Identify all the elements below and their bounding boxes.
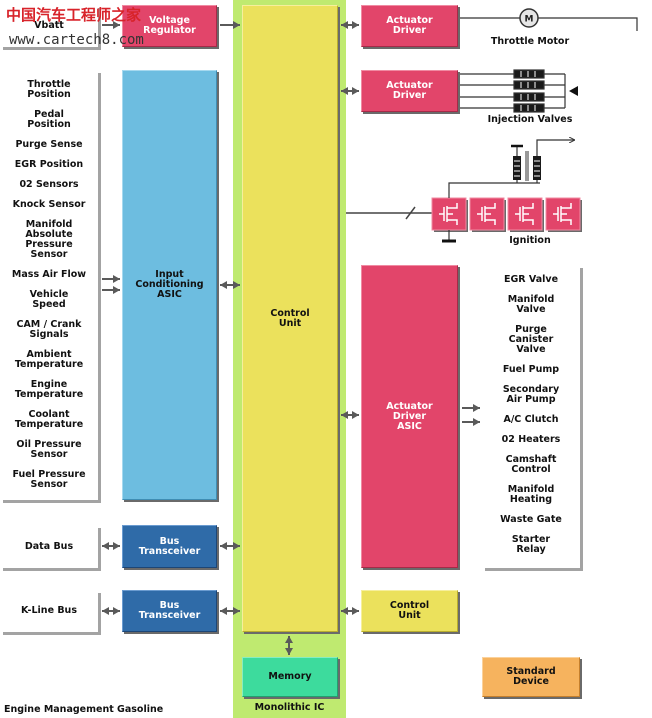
driver-body [507,197,543,231]
transistor-icon [553,203,572,225]
diagram-title: Engine Management Gasoline [4,704,164,715]
motor-icon [519,8,539,28]
driver-shadow [434,200,468,232]
coil-winding-marks [514,160,540,177]
actuator-item: Camshaft Control [505,454,557,475]
injector-icon [513,103,545,113]
actuator-item: Purge Canister Valve [508,324,554,355]
sensor-item: Throttle Position [27,79,71,100]
injector-winding-marks [520,71,536,111]
ignition-circuit [346,140,582,243]
coil-drive-wire [448,182,540,198]
coil-secondary-icon [533,156,541,180]
sensor-item: Engine Temperature [14,379,84,400]
actuator-item: Secondary Air Pump [502,384,560,405]
sensor-list: Throttle Position Pedal Position Purge S… [0,70,98,500]
sensor-item: Knock Sensor [12,199,86,210]
driver-body [431,197,467,231]
ignition-label: Ignition [509,235,551,246]
actuator-driver-injection: Actuator Driver [361,70,458,112]
actuator-item: Manifold Valve [507,294,555,315]
ignition-driver-2 [469,197,506,232]
watermark-url: www.cartech8.com [9,32,144,48]
throttle-motor-circuit: M [460,8,638,31]
control-unit-block: Control Unit [242,5,338,632]
actuator-list: EGR Valve Manifold Valve Purge Canister … [482,265,580,568]
sensor-item: Fuel Pressure Sensor [12,469,86,490]
k-line-bus-box: K-Line Bus [0,590,98,632]
throttle-motor-label: Throttle Motor [490,36,570,47]
driver-body [469,197,505,231]
sensor-item: Vehicle Speed [29,289,69,310]
actuator-driver-asic-block: Actuator Driver ASIC [361,265,458,568]
sensor-item: EGR Position [14,159,84,170]
transistor-icon [439,203,458,225]
transistor-icon [515,203,534,225]
legend-standard-device: Standard Device [482,657,580,697]
actuator-item: Starter Relay [511,534,551,555]
ignition-driver-1 [431,197,468,232]
driver-shadow [472,200,506,232]
actuator-item: A/C Clutch [503,414,559,425]
driver-body [545,197,581,231]
actuator-item: Manifold Heating [507,484,555,505]
input-conditioning-asic-block: Input Conditioning ASIC [122,70,217,500]
fuel-supply-arrow-icon [569,86,578,96]
actuator-driver-throttle: Actuator Driver [361,5,458,47]
bus-transceiver-data-bus: Bus Transceiver [122,525,217,568]
coil-core [525,151,529,181]
throttle-wire-right [538,17,638,31]
ignition-driver-3 [507,197,544,232]
monolithic-ic-label: Monolithic IC [254,702,325,713]
actuator-item: 02 Heaters [501,434,561,445]
injector-icon [513,80,545,90]
bus-transceiver-k-line: Bus Transceiver [122,590,217,632]
driver-shadow [510,200,544,232]
sensor-item: Manifold Absolute Pressure Sensor [25,219,73,260]
coil-primary-icon [513,156,521,180]
sensor-item: Ambient Temperature [14,349,84,370]
driver-shadow [548,200,582,232]
sensor-item: 02 Sensors [19,179,79,190]
motor-symbol-text: M [525,15,534,25]
actuator-item: Fuel Pump [502,364,560,375]
sensor-item: Purge Sense [15,139,83,150]
sensor-item: Mass Air Flow [11,269,87,280]
sensor-item: CAM / Crank Signals [16,319,82,340]
memory-block: Memory [242,657,338,697]
legend-control-unit: Control Unit [361,590,458,632]
voltage-regulator-block: Voltage Regulator [122,5,217,47]
data-bus-box: Data Bus [0,525,98,568]
spark-output-arrow [536,140,575,156]
sensor-item: Pedal Position [27,109,71,130]
watermark-site-name: 中国汽车工程师之家 [6,6,142,24]
ignition-driver-4 [545,197,582,232]
bus-width-slash [405,206,416,220]
sensor-item: Oil Pressure Sensor [16,439,82,460]
sensor-item: Coolant Temperature [14,409,84,430]
injection-valves-circuit [460,69,578,113]
injector-icon [513,92,545,102]
vbatt-box: Vbatt [0,5,98,47]
actuator-item: Waste Gate [500,514,562,525]
injection-valves-label: Injection Valves [487,114,573,125]
injector-icon [513,69,545,79]
actuator-item: EGR Valve [503,274,559,285]
transistor-icon [477,203,496,225]
